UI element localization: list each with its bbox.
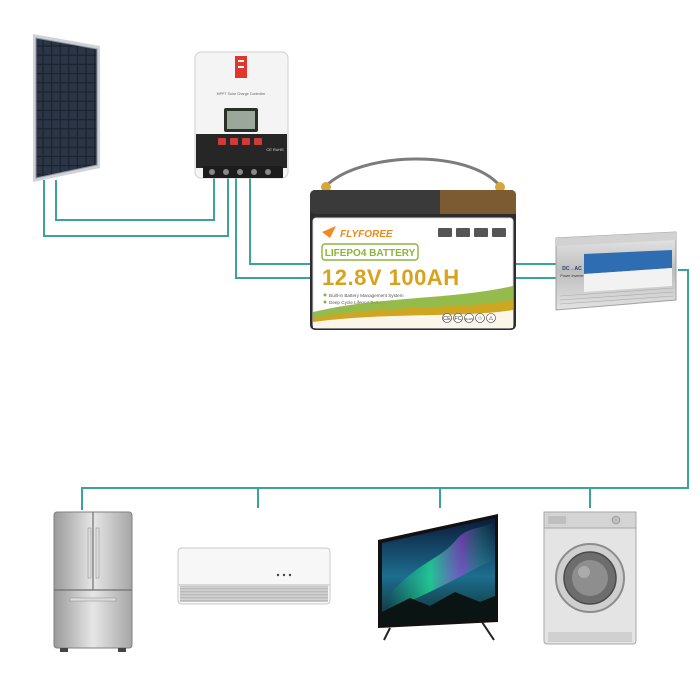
wire-panel-to-controller-1 <box>43 175 229 237</box>
cert-recycle-icon: ♲ <box>478 315 483 322</box>
battery-feature-2: Deep Cycle Lifepo4 Battery <box>329 300 386 305</box>
ac-display-icon <box>276 573 292 577</box>
lifepo4-battery: FLYFOREE LIFEPO4 BATTERY 12.8V 100AH Bui… <box>310 157 516 330</box>
solar-panel <box>33 34 100 182</box>
washing-machine <box>543 511 637 645</box>
flyforee-logo-icon <box>322 226 336 238</box>
wire-inverter-to-loads <box>81 269 689 510</box>
controller-terminals <box>203 166 283 178</box>
wire-controller-to-battery-1 <box>235 175 310 279</box>
wiring <box>43 175 689 510</box>
controller-ce-mark: CE RoHS <box>266 147 284 152</box>
tv-screen-aurora <box>388 522 494 610</box>
battery-type-label: LIFEPO4 BATTERY <box>325 248 416 259</box>
battery-handle <box>324 157 502 188</box>
battery-brand: FLYFOREE <box>340 229 393 240</box>
inverter-subtitle: Power Inverter <box>560 274 584 278</box>
television <box>378 514 498 641</box>
detergent-drawer <box>548 516 566 524</box>
fridge-handle-right <box>95 527 100 579</box>
air-conditioner <box>177 547 331 605</box>
fridge-drawer-handle <box>69 597 117 602</box>
battery-rating: 12.8V 100AH <box>322 265 460 290</box>
inverter-blue-panel <box>584 250 672 274</box>
cert-rohs: RoHS <box>465 317 473 321</box>
negative-terminal <box>321 182 331 192</box>
battery-spec-icons <box>438 228 506 237</box>
cert-warning-icon: ⚠ <box>489 315 495 322</box>
positive-terminal <box>495 182 505 192</box>
battery-feature-1: Built-in Battery Management System <box>329 293 404 298</box>
washer-dial-icon <box>611 515 621 525</box>
controller-buttons <box>218 138 262 145</box>
certification-marks: CE FC RoHS ♲ ⚠ <box>442 313 496 323</box>
lcd-display <box>227 111 255 129</box>
charge-controller: MPPT Solar Charge Controller CE RoHS <box>194 51 289 179</box>
fridge-handle-left <box>87 527 92 579</box>
power-inverter: DC→AC Power Inverter <box>555 231 677 311</box>
inverter-title: DC→AC <box>562 266 582 272</box>
wire-controller-to-battery-2 <box>249 175 310 265</box>
cert-fc: FC <box>454 316 461 322</box>
controller-model-label: MPPT Solar Charge Controller <box>217 92 266 96</box>
cert-ce: CE <box>443 316 451 322</box>
inverter-fins <box>559 287 675 305</box>
wire-panel-to-controller-2 <box>55 175 215 221</box>
refrigerator <box>53 511 133 652</box>
